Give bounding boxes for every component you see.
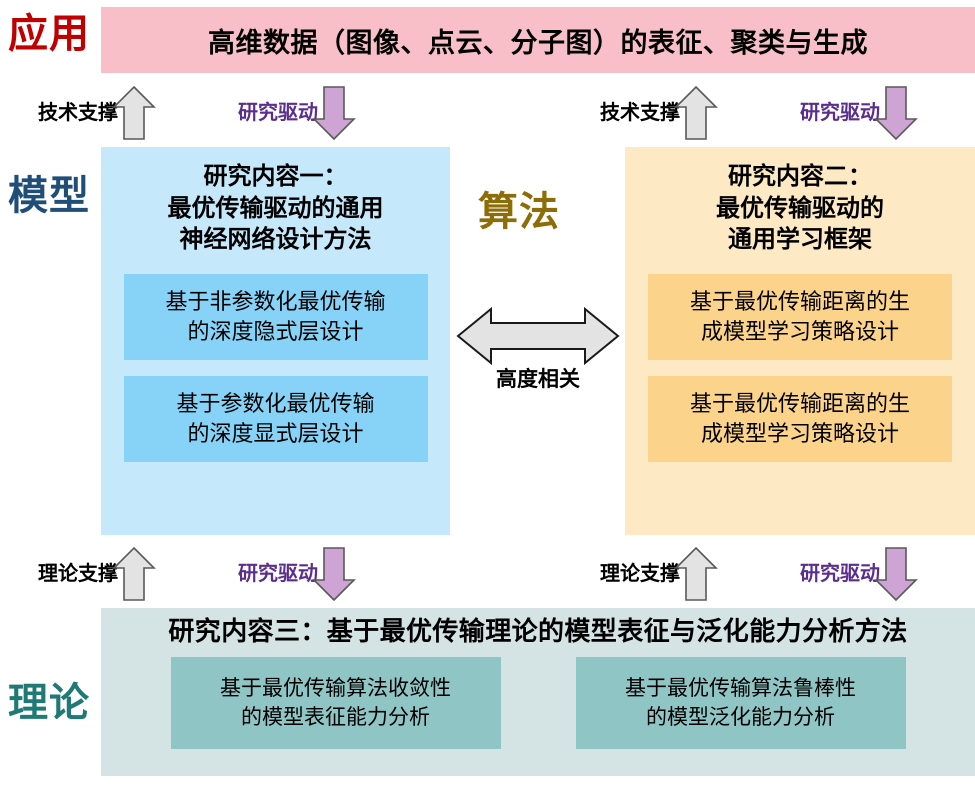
research-topic-three-panel: 研究内容三：基于最优传输理论的模型表征与泛化能力分析方法 基于最优传输算法收敛性… bbox=[101, 608, 975, 776]
algorithm-subbox: 基于最优传输距离的生 成模型学习策略设计 bbox=[648, 376, 952, 463]
subbox-line: 的深度显式层设计 bbox=[187, 421, 364, 447]
research-topic-two-panel: 研究内容二： 最优传输驱动的 通用学习框架 基于最优传输距离的生 成模型学习策略… bbox=[625, 147, 975, 535]
connector-label: 技术支撑 bbox=[38, 102, 118, 124]
application-banner-text: 高维数据（图像、点云、分子图）的表征、聚类与生成 bbox=[208, 27, 868, 58]
subbox-line: 的模型泛化能力分析 bbox=[646, 706, 835, 730]
arrow-up-icon bbox=[112, 546, 156, 601]
subbox-line: 基于最优传输算法收敛性 bbox=[220, 676, 451, 700]
connector-research-drive-bottom-right: 研究驱动 bbox=[800, 545, 918, 603]
research-topic-two-title: 研究内容二： 最优传输驱动的 通用学习框架 bbox=[625, 147, 975, 256]
connector-label: 研究驱动 bbox=[238, 102, 318, 124]
double-arrow-icon bbox=[456, 306, 620, 366]
arrow-down-icon bbox=[874, 547, 918, 602]
tier-label-model: 模型 bbox=[8, 174, 90, 218]
arrow-down-icon bbox=[312, 547, 356, 602]
connector-label: 理论支撑 bbox=[38, 563, 118, 585]
tier-label-algorithm: 算法 bbox=[478, 190, 560, 234]
title-line: 神经网络设计方法 bbox=[179, 226, 372, 254]
application-banner: 高维数据（图像、点云、分子图）的表征、聚类与生成 bbox=[101, 7, 975, 73]
subbox-line: 基于最优传输距离的生 bbox=[689, 289, 910, 315]
subbox-line: 成模型学习策略设计 bbox=[700, 319, 899, 345]
research-topic-one-panel: 研究内容一： 最优传输驱动的通用 神经网络设计方法 基于非参数化最优传输 的深度… bbox=[101, 147, 450, 535]
connector-theory-support-left: 理论支撑 bbox=[38, 545, 156, 603]
connector-tech-support-right: 技术支撑 bbox=[600, 84, 718, 142]
model-subbox: 基于非参数化最优传输 的深度隐式层设计 bbox=[123, 274, 428, 361]
connector-label: 理论支撑 bbox=[600, 563, 680, 585]
subbox-line: 基于最优传输距离的生 bbox=[689, 391, 910, 417]
theory-subbox: 基于最优传输算法鲁棒性 的模型泛化能力分析 bbox=[575, 657, 906, 750]
subbox-line: 基于最优传输算法鲁棒性 bbox=[625, 676, 856, 700]
arrow-down-icon bbox=[874, 86, 918, 141]
arrow-up-icon bbox=[112, 85, 156, 140]
subbox-line: 基于参数化最优传输 bbox=[176, 391, 375, 417]
research-topic-one-title: 研究内容一： 最优传输驱动的通用 神经网络设计方法 bbox=[101, 147, 450, 256]
connector-label: 研究驱动 bbox=[800, 563, 880, 585]
title-line: 最优传输驱动的 bbox=[716, 194, 884, 222]
theory-subbox-row: 基于最优传输算法收敛性 的模型表征能力分析 基于最优传输算法鲁棒性 的模型泛化能… bbox=[101, 657, 975, 750]
model-subbox: 基于参数化最优传输 的深度显式层设计 bbox=[123, 376, 428, 463]
correlation-connector: 高度相关 bbox=[455, 305, 621, 390]
arrow-down-icon bbox=[312, 86, 356, 141]
connector-research-drive-bottom-left: 研究驱动 bbox=[238, 545, 356, 603]
algorithm-subbox: 基于最优传输距离的生 成模型学习策略设计 bbox=[648, 274, 952, 361]
connector-research-drive-left: 研究驱动 bbox=[238, 84, 356, 142]
title-line: 最优传输驱动的通用 bbox=[167, 194, 384, 222]
tier-label-theory: 理论 bbox=[8, 681, 90, 725]
connector-label: 技术支撑 bbox=[600, 102, 680, 124]
connector-research-drive-right: 研究驱动 bbox=[800, 84, 918, 142]
title-line: 研究内容一： bbox=[203, 163, 348, 190]
connector-tech-support-left: 技术支撑 bbox=[38, 84, 156, 142]
connector-label: 研究驱动 bbox=[800, 102, 880, 124]
connector-label: 研究驱动 bbox=[238, 563, 318, 585]
connector-row-bottom: 理论支撑 研究驱动 理论支撑 研究驱动 bbox=[0, 545, 975, 603]
arrow-up-icon bbox=[674, 85, 718, 140]
subbox-line: 成模型学习策略设计 bbox=[700, 421, 899, 447]
title-line: 通用学习框架 bbox=[728, 226, 872, 254]
connector-row-top: 技术支撑 研究驱动 技术支撑 研究驱动 bbox=[0, 84, 975, 142]
connector-theory-support-right: 理论支撑 bbox=[600, 545, 718, 603]
subbox-line: 的深度隐式层设计 bbox=[187, 319, 364, 345]
theory-subbox: 基于最优传输算法收敛性 的模型表征能力分析 bbox=[170, 657, 501, 750]
subbox-line: 基于非参数化最优传输 bbox=[165, 289, 386, 315]
research-topic-three-title: 研究内容三：基于最优传输理论的模型表征与泛化能力分析方法 bbox=[168, 616, 908, 646]
correlation-label: 高度相关 bbox=[496, 368, 580, 391]
arrow-up-icon bbox=[674, 546, 718, 601]
tier-label-application: 应用 bbox=[8, 12, 90, 56]
subbox-line: 的模型表征能力分析 bbox=[241, 706, 430, 730]
title-line: 研究内容二： bbox=[728, 163, 872, 190]
